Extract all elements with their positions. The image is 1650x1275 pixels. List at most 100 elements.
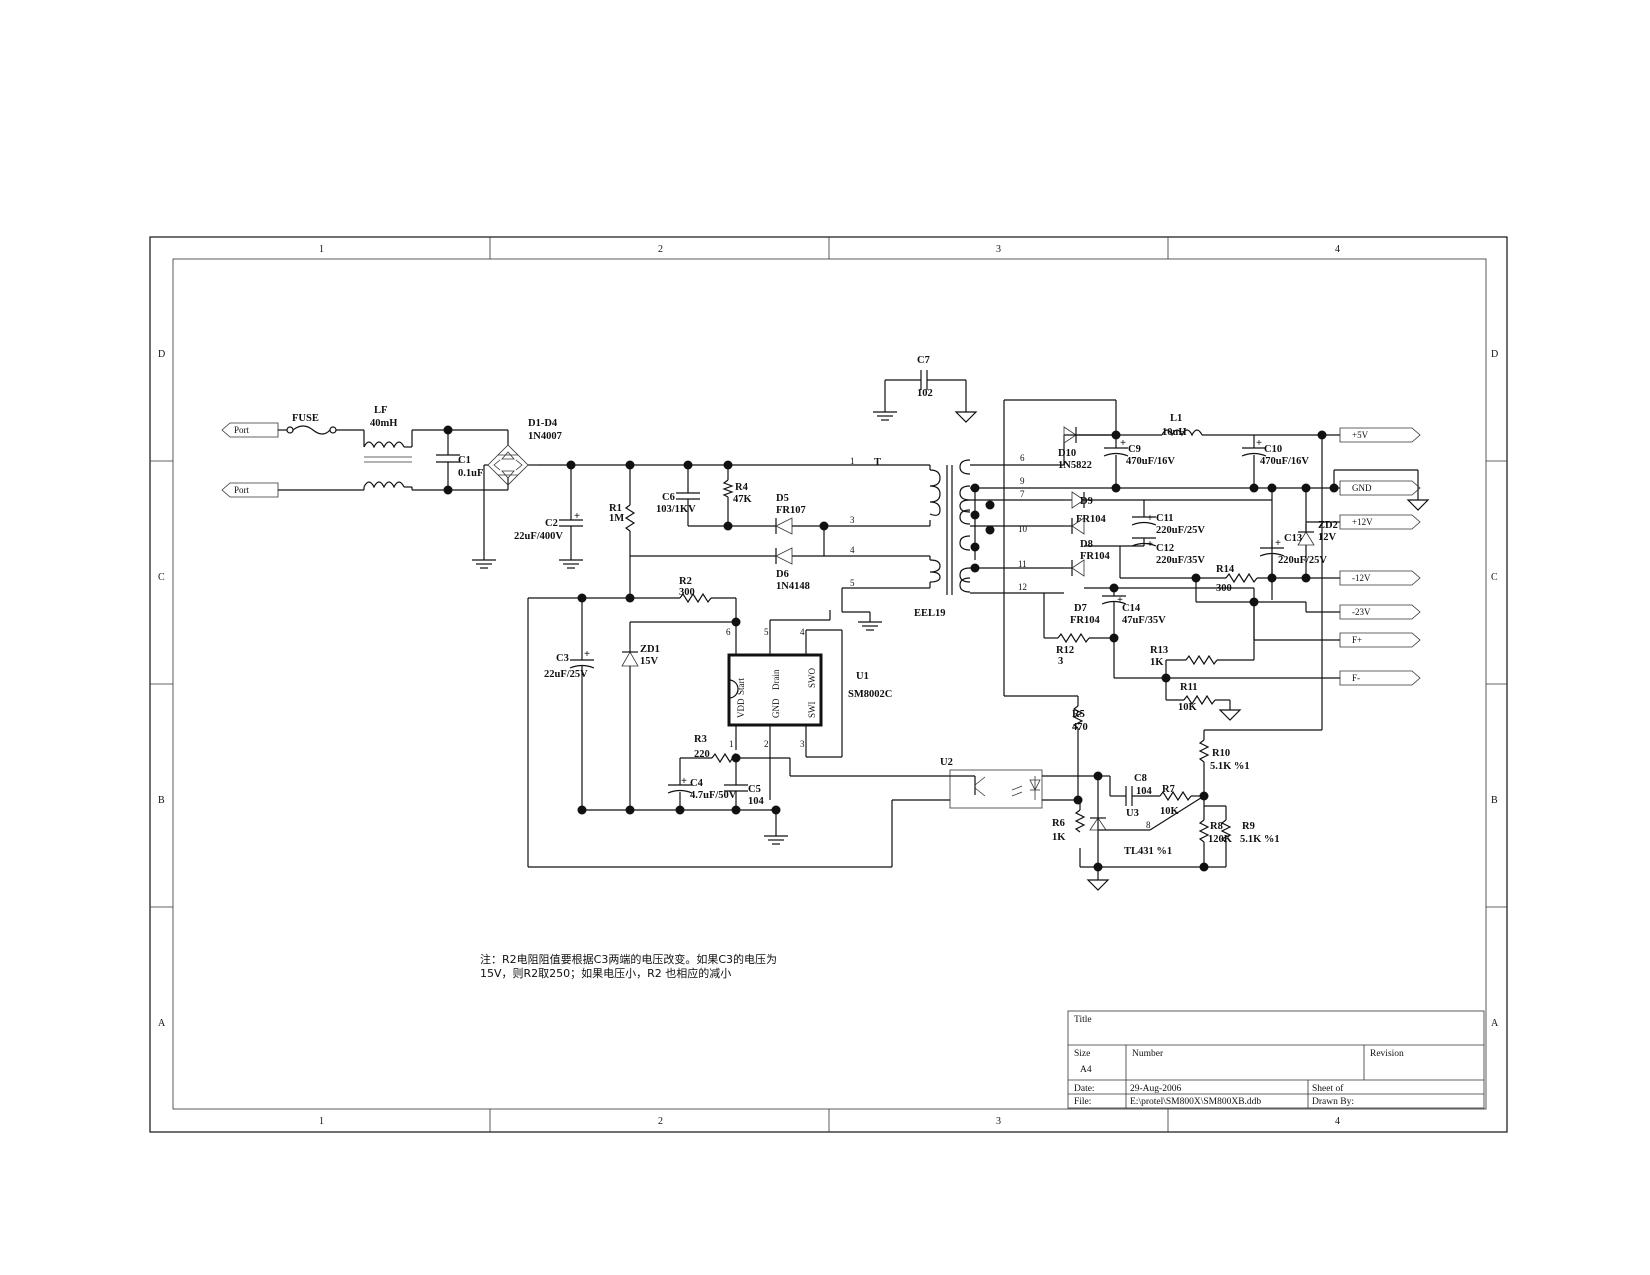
r12-ref: R12 (1056, 645, 1074, 656)
number-label: Number (1132, 1049, 1164, 1059)
c6-ref: C6 (662, 492, 675, 503)
junction-t-b (970, 542, 980, 552)
t-pin-12: 12 (1018, 582, 1027, 592)
c9-ref: C9 (1128, 444, 1141, 455)
c11-value: 220uF/25V (1156, 525, 1205, 536)
zone-row-b-left: B (158, 795, 165, 806)
r7-value: 10K (1160, 806, 1180, 817)
junction-r10-bottom (1199, 791, 1209, 801)
c1-ref: C1 (458, 455, 471, 466)
junction-r6-top (1073, 795, 1083, 805)
junction-r8-bottom (1199, 862, 1209, 872)
d9-value: FR104 (1076, 514, 1106, 525)
r3-ref: R3 (694, 734, 707, 745)
junction-t-a (970, 510, 980, 520)
d7-branch-wires (1043, 559, 1340, 721)
c4-plus: + (681, 776, 687, 787)
c2-value: 22uF/400V (514, 531, 563, 542)
date-value: 29-Aug-2006 (1130, 1084, 1181, 1094)
r1-ref: R1 (609, 503, 622, 514)
u1-pin-swo: SWO (807, 668, 817, 689)
t-pin-11: 11 (1018, 559, 1027, 569)
fuse-symbol (278, 425, 364, 435)
c4-ref: C4 (690, 778, 704, 789)
junction-c1-bottom (443, 485, 453, 495)
u1-ref: U1 (856, 671, 869, 682)
note-line-1: 注：R2电阻阻值要根据C3两端的电压改变。如果C3的电压为 (480, 952, 777, 966)
c7-ref: C7 (917, 355, 930, 366)
junction-t9 (970, 483, 980, 493)
c3-plus: + (584, 649, 590, 660)
u1-pin-vdd: VDD (736, 698, 746, 718)
u1-pin-num-6: 6 (726, 627, 731, 637)
c13-plus: + (1275, 538, 1281, 549)
d1-d4-value: 1N4007 (528, 431, 562, 442)
r5-value: 470 (1072, 722, 1088, 733)
u1-value: SM8002C (848, 689, 892, 700)
u1-pin-swi: SWI (807, 702, 817, 719)
d6-symbol (630, 526, 825, 565)
d10-ref: D10 (1058, 448, 1076, 459)
u3-ref: U3 (1126, 808, 1139, 819)
r10-value: 5.1K %1 (1210, 761, 1250, 772)
zone-col-4-top: 4 (1335, 244, 1340, 255)
c6-value: 103/1KV (656, 504, 696, 515)
port-5v-label: +5V (1352, 430, 1369, 440)
t-pin-1: 1 (850, 456, 855, 466)
zone-row-b-right: B (1491, 795, 1498, 806)
port-ac-in-2-label: Port (234, 485, 250, 495)
ground-symbol-primary (858, 621, 882, 631)
d10-symbol (1063, 426, 1116, 444)
port-m23v-label: -23V (1352, 607, 1371, 617)
port-fplus-label: F+ (1352, 635, 1362, 645)
r9-ref: R9 (1242, 821, 1255, 832)
c3-ref: C3 (556, 653, 569, 664)
sheet-label: Sheet of (1312, 1083, 1344, 1094)
junction-gnd-1 (1111, 483, 1121, 493)
d1-d4-ref: D1-D4 (528, 418, 558, 429)
junction-tl431-bottom (1093, 862, 1103, 872)
junction-c5-bottom (731, 805, 741, 815)
zone-col-1-bottom: 1 (319, 1116, 324, 1127)
c13-ref: C13 (1284, 533, 1302, 544)
c12-value: 220uF/35V (1156, 555, 1205, 566)
zone-labels: 1 2 3 4 1 2 3 4 D C B A D C B A (158, 244, 1499, 1127)
r7-ref: R7 (1162, 784, 1175, 795)
drawn-by-label: Drawn By: (1312, 1097, 1354, 1107)
c12-ref: C12 (1156, 543, 1174, 554)
port-fminus-label: F- (1352, 673, 1360, 683)
junction-t-c (985, 500, 995, 510)
junction-t-d (985, 525, 995, 535)
c11-plus: + (1147, 513, 1153, 524)
junction-vdd (731, 617, 741, 627)
junction-c14-top (1109, 583, 1119, 593)
r1-symbol (624, 465, 636, 598)
title-block (1067, 1010, 1485, 1109)
zd2-value: 12V (1318, 532, 1337, 543)
revision-label: Revision (1370, 1049, 1404, 1059)
junction-c2-top (566, 460, 576, 470)
r11-value: 10K (1178, 702, 1198, 713)
title-label: Title (1074, 1015, 1092, 1025)
c5-value: 104 (748, 796, 765, 807)
zone-col-2-bottom: 2 (658, 1116, 663, 1127)
c14-ref: C14 (1122, 603, 1141, 614)
c13-zd2-symbol (1259, 524, 1315, 557)
t-pin-10: 10 (1018, 524, 1028, 534)
d8-ref: D8 (1080, 539, 1093, 550)
divider-wires (1198, 729, 1322, 867)
t-ref: T (874, 457, 881, 468)
r4-value: 47K (733, 494, 753, 505)
junction-m12v-1 (1191, 573, 1201, 583)
d5-ref: D5 (776, 493, 789, 504)
t-pin-6: 6 (1020, 453, 1025, 463)
u2-ref: U2 (940, 757, 953, 768)
junction-m12v-3 (1301, 573, 1311, 583)
d5-symbol (728, 517, 824, 535)
junction-5v-out (1317, 430, 1327, 440)
l1-value: 10uH (1162, 427, 1187, 438)
c2-plus-sign: + (574, 511, 580, 522)
zone-row-c-right: C (1491, 572, 1498, 583)
r8-ref: R8 (1210, 821, 1223, 832)
junction-m12v-2 (1267, 573, 1277, 583)
